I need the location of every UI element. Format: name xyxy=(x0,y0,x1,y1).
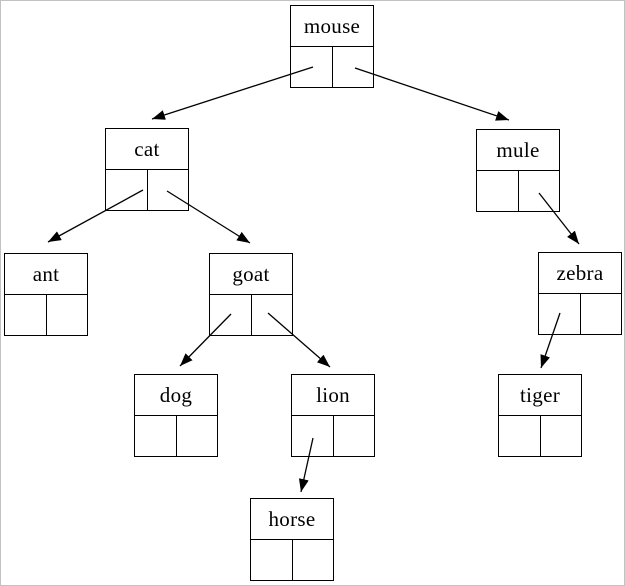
pointer-cells xyxy=(477,171,559,211)
pointer-cells xyxy=(499,416,581,456)
node-ant: ant xyxy=(4,253,88,336)
left-pointer-cell xyxy=(477,171,518,211)
right-pointer-cell xyxy=(291,540,334,580)
right-pointer-cell xyxy=(250,295,293,335)
right-pointer-cell xyxy=(539,416,582,456)
node-mouse: mouse xyxy=(290,5,374,88)
pointer-cells xyxy=(291,47,373,87)
pointer-cells xyxy=(539,294,621,334)
right-pointer-cell xyxy=(517,171,560,211)
right-pointer-cell xyxy=(146,170,189,210)
right-pointer-cell xyxy=(45,295,88,335)
left-pointer-cell xyxy=(210,295,251,335)
pointer-cells xyxy=(251,540,333,580)
left-pointer-cell xyxy=(5,295,46,335)
left-pointer-cell xyxy=(539,294,580,334)
node-label: zebra xyxy=(539,253,621,294)
left-pointer-cell xyxy=(291,47,332,87)
pointer-cells xyxy=(106,170,188,210)
node-cat: cat xyxy=(105,128,189,211)
node-horse: horse xyxy=(250,498,334,581)
node-label: lion xyxy=(292,375,374,416)
node-label: goat xyxy=(210,254,292,295)
node-label: mule xyxy=(477,130,559,171)
pointer-cells xyxy=(135,416,217,456)
node-label: tiger xyxy=(499,375,581,416)
right-pointer-cell xyxy=(579,294,622,334)
right-pointer-cell xyxy=(175,416,218,456)
left-pointer-cell xyxy=(135,416,176,456)
right-pointer-cell xyxy=(331,47,374,87)
edge-mouse-left-cat xyxy=(151,66,314,120)
right-pointer-cell xyxy=(332,416,375,456)
node-label: cat xyxy=(106,129,188,170)
left-pointer-cell xyxy=(251,540,292,580)
pointer-cells xyxy=(5,295,87,335)
pointer-cells xyxy=(292,416,374,456)
node-lion: lion xyxy=(291,374,375,457)
node-label: mouse xyxy=(291,6,373,47)
node-label: ant xyxy=(5,254,87,295)
node-label: horse xyxy=(251,499,333,540)
node-mule: mule xyxy=(476,129,560,212)
node-label: dog xyxy=(135,375,217,416)
left-pointer-cell xyxy=(499,416,540,456)
edge-mouse-right-mule xyxy=(354,67,510,121)
left-pointer-cell xyxy=(106,170,147,210)
node-dog: dog xyxy=(134,374,218,457)
node-zebra: zebra xyxy=(538,252,622,335)
pointer-cells xyxy=(210,295,292,335)
node-goat: goat xyxy=(209,253,293,336)
node-tiger: tiger xyxy=(498,374,582,457)
left-pointer-cell xyxy=(292,416,333,456)
